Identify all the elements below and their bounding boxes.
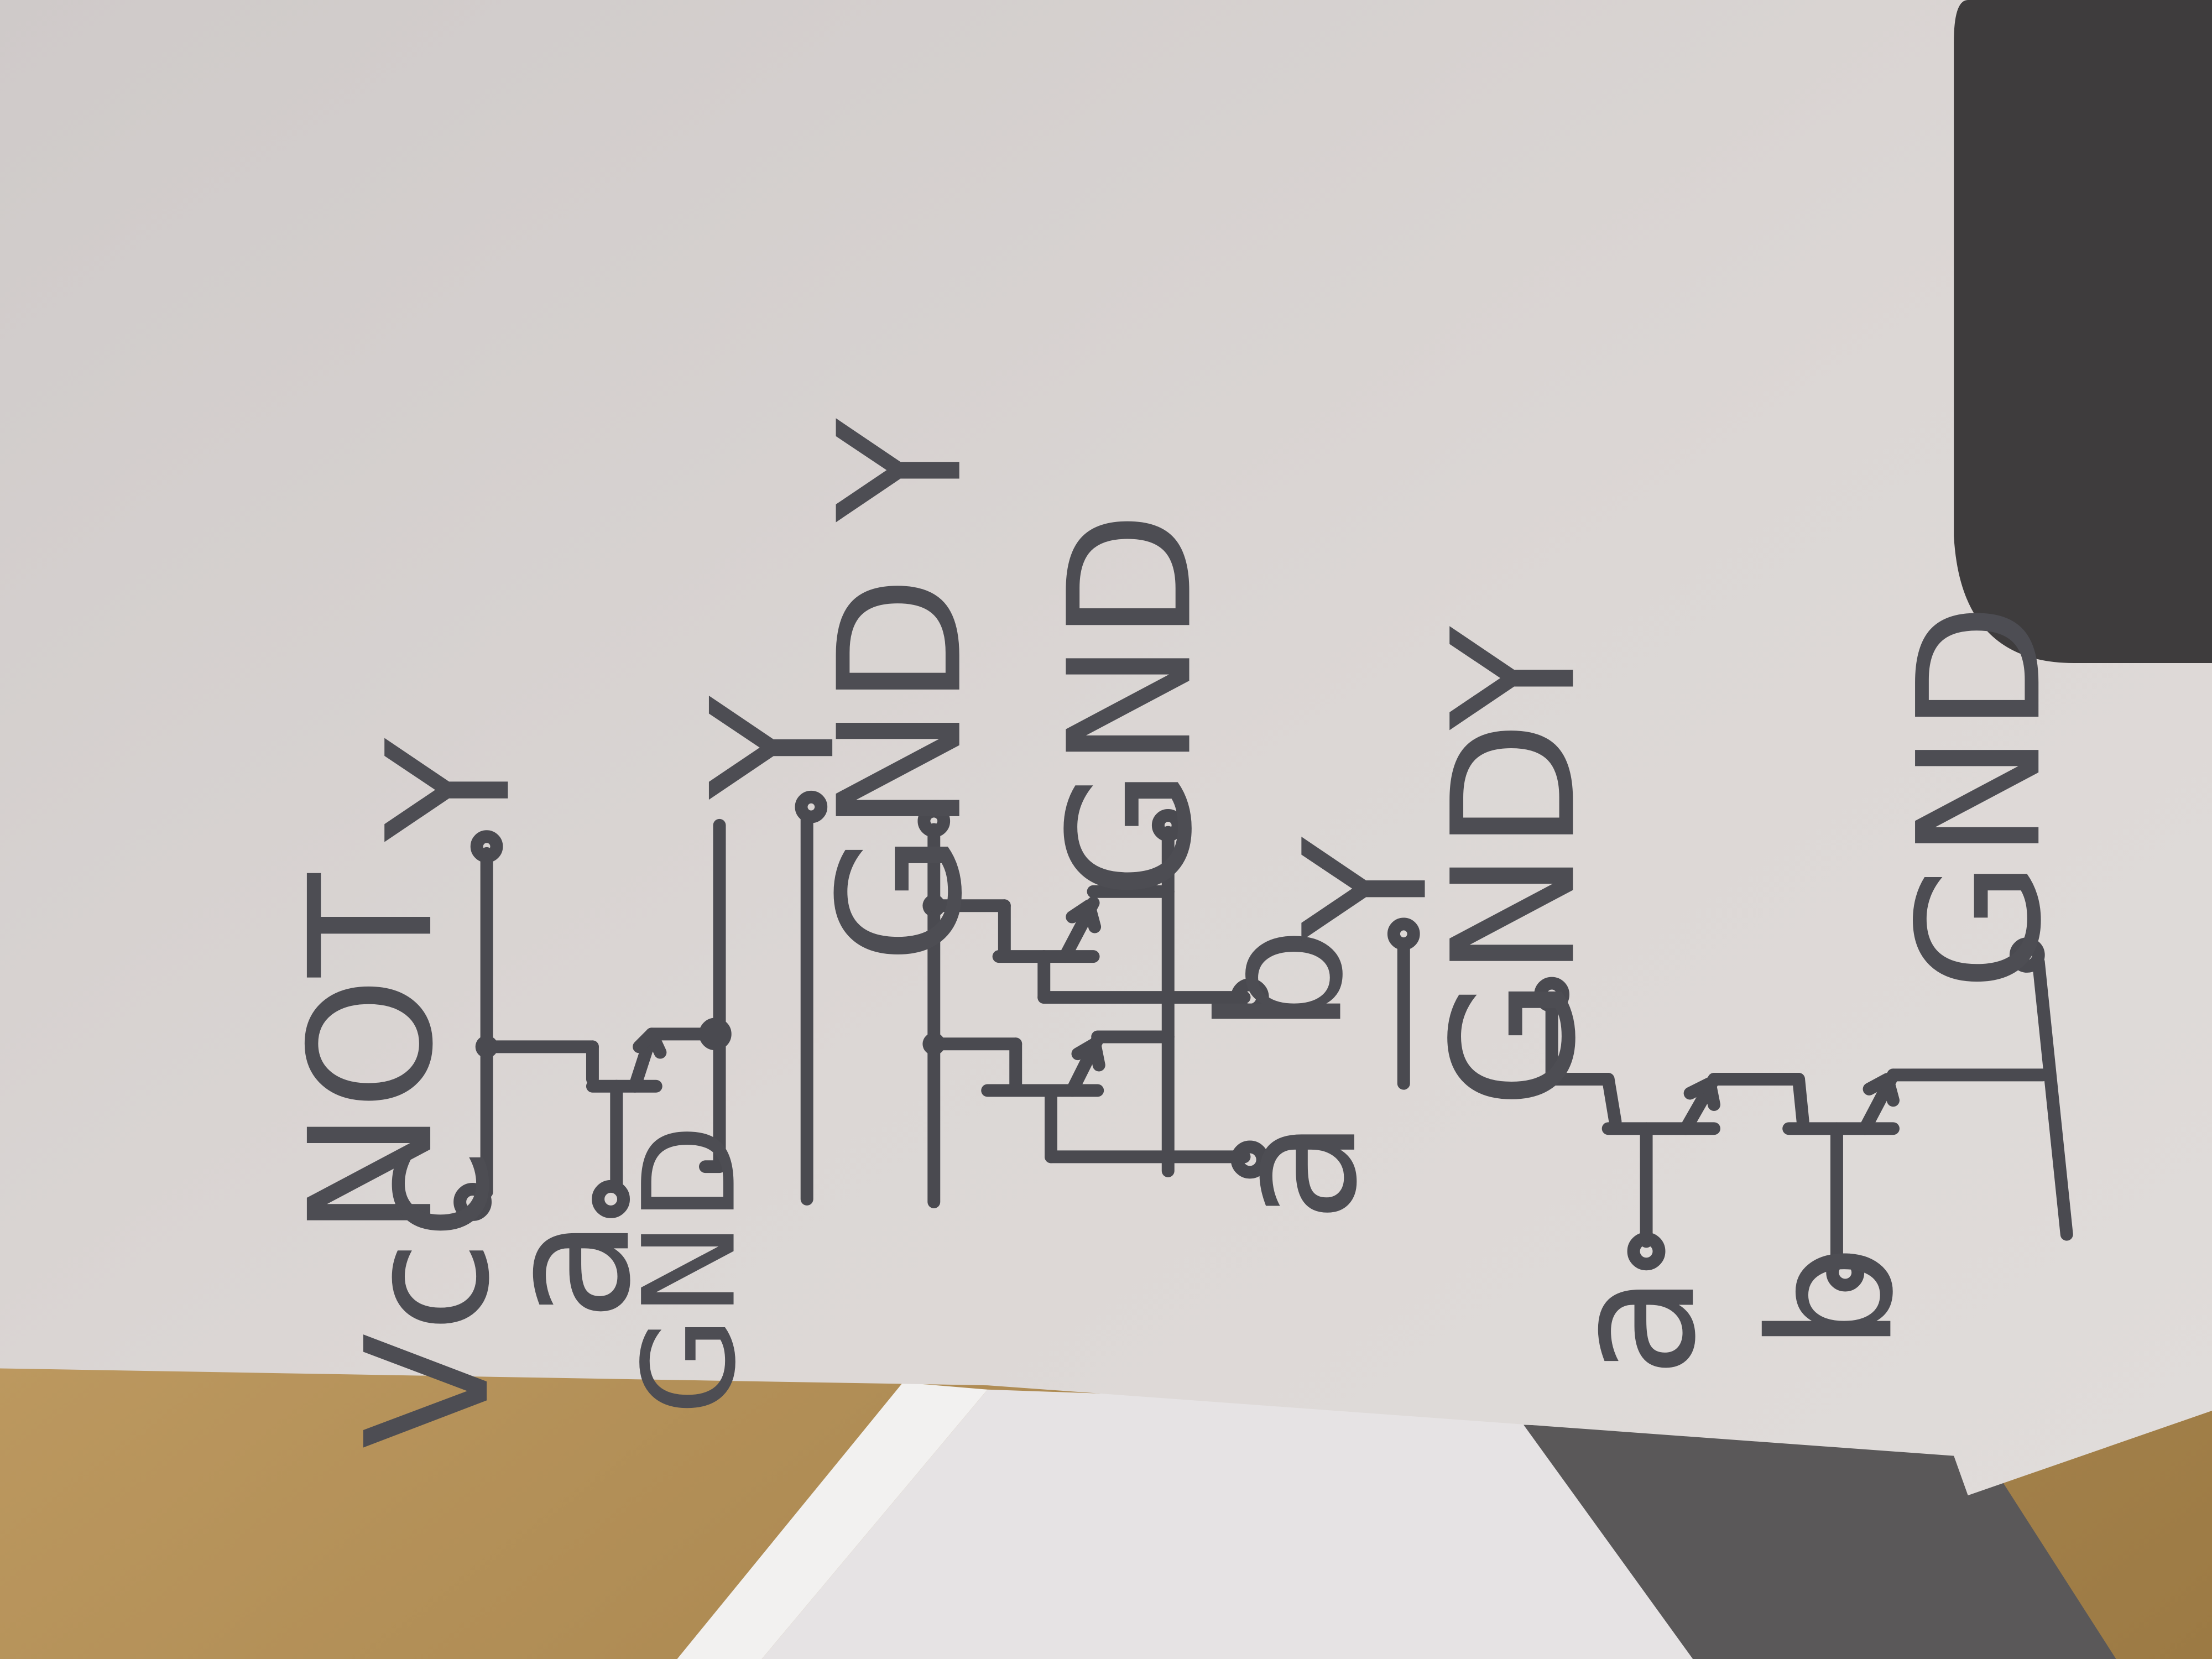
or-a-label: a bbox=[1198, 1119, 1395, 1223]
gnd-y-and-label: GNDY bbox=[1416, 624, 1613, 1109]
paper-edge bbox=[677, 1383, 988, 1659]
gnd-and-label: GND bbox=[1882, 603, 2079, 991]
not-gate-circuit bbox=[453, 818, 732, 1221]
vcc-label: Vcc bbox=[330, 1147, 527, 1449]
y-mid-label: Y bbox=[676, 693, 873, 802]
paper-sheet bbox=[0, 0, 2212, 1496]
and-b-label: b bbox=[1734, 1244, 1931, 1352]
output-y-line bbox=[795, 790, 828, 1206]
lower-paper bbox=[761, 1389, 1735, 1659]
and-gate-circuit bbox=[1534, 937, 2073, 1292]
shadow bbox=[1954, 0, 2212, 663]
not-title: NOT bbox=[274, 871, 471, 1237]
or-gate-circuit bbox=[917, 805, 1269, 1208]
output-y-small bbox=[1387, 917, 1420, 1090]
y-not-label: Y bbox=[351, 736, 548, 844]
gnd-not-label: GND bbox=[617, 1124, 764, 1415]
or-b-label: b bbox=[1183, 927, 1380, 1034]
y-and-top-label: Y bbox=[1269, 834, 1465, 943]
gnd-y-or-label: GND Y bbox=[803, 416, 1000, 964]
gnd-or-label: GND bbox=[1033, 512, 1230, 900]
input-a-label: a bbox=[471, 1218, 668, 1322]
and-a-label: a bbox=[1536, 1274, 1733, 1378]
